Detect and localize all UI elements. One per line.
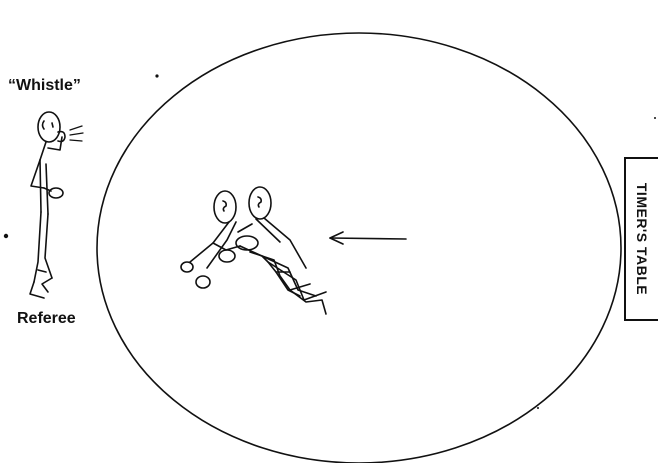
timers-table-box: TIMER'S TABLE xyxy=(624,157,658,321)
whistle-sound-icon xyxy=(70,126,83,141)
print-specks xyxy=(4,74,656,409)
timers-table-label: TIMER'S TABLE xyxy=(634,183,650,295)
referee-label: Referee xyxy=(17,310,76,328)
wrestlers-figure xyxy=(181,187,326,314)
whistle-label: “Whistle” xyxy=(8,77,81,95)
left-arrow-icon xyxy=(330,232,406,244)
mat-circle xyxy=(97,33,621,463)
referee-figure xyxy=(30,112,65,298)
